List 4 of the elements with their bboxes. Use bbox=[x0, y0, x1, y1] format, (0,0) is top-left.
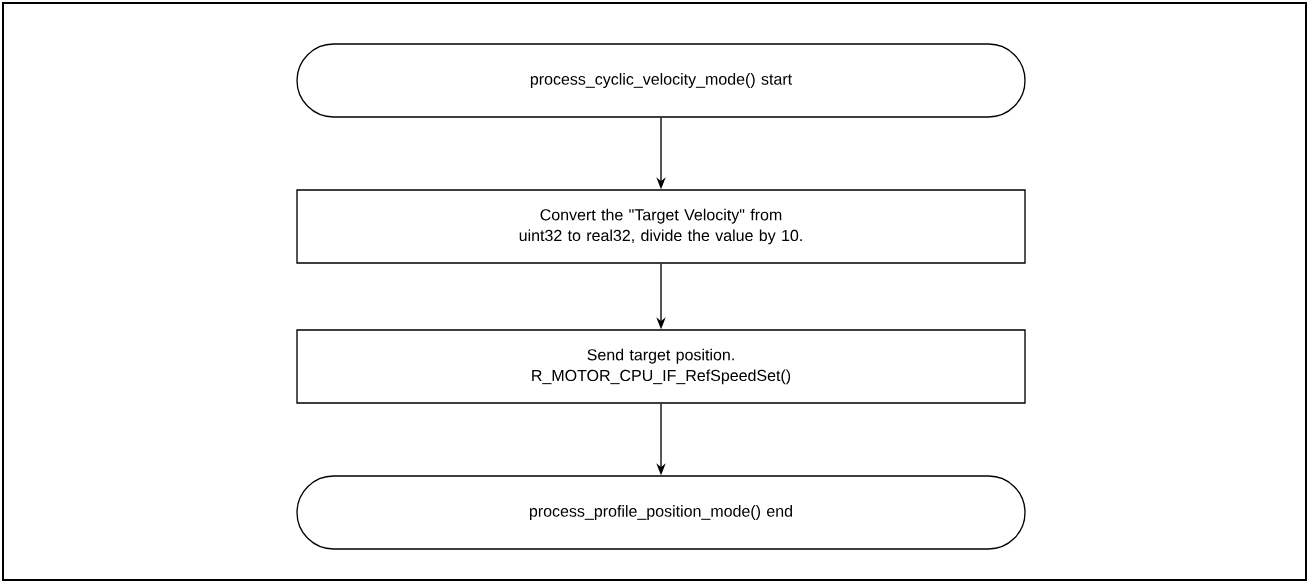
process-box: Send target position. R_MOTOR_CPU_IF_RefSpeedSet() bbox=[296, 329, 1026, 404]
terminal-box: process_cyclic_velocity_mode() start bbox=[296, 43, 1026, 118]
process-box: Convert the "Target Velocity" from uint32 to real32, divide the value by 10. bbox=[296, 189, 1026, 264]
terminal-box: process_profile_position_mode() end bbox=[296, 475, 1026, 550]
